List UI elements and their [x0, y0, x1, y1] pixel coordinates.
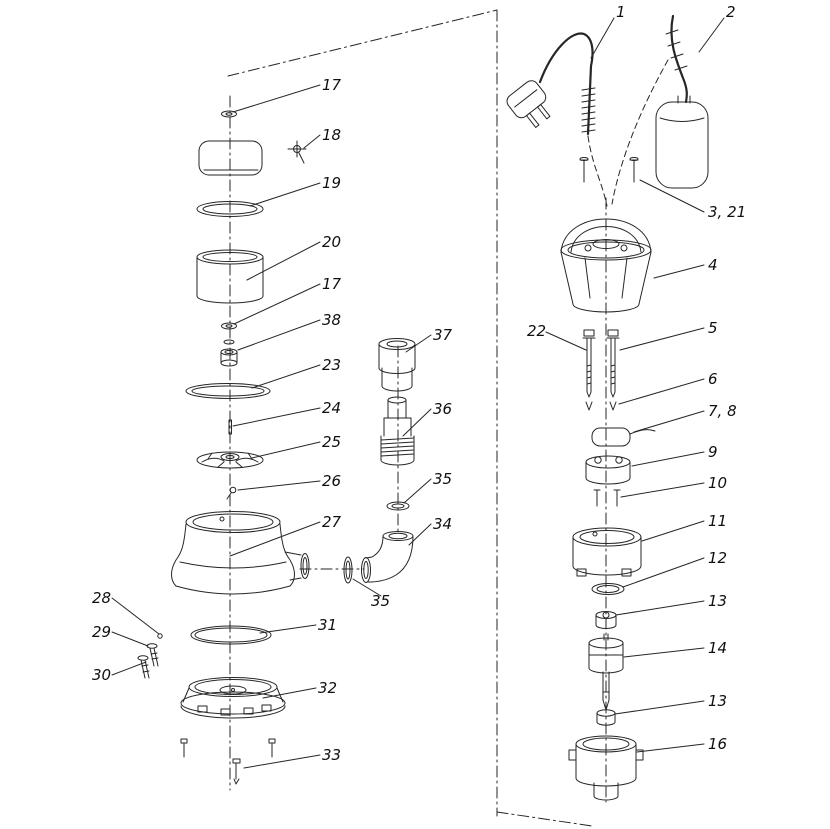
washer-top [221, 110, 237, 118]
callout-label: 13 [708, 592, 727, 610]
callout-label: 36 [433, 400, 452, 418]
elbow-fitting [361, 531, 414, 583]
impeller [196, 451, 264, 469]
callout-label: 20 [322, 233, 341, 251]
callout-label: 14 [708, 639, 727, 657]
callout-label: 28 [92, 589, 111, 607]
handle-housing [560, 218, 652, 313]
gasket-23 [185, 383, 271, 399]
rotor [588, 633, 624, 711]
callout-label: 16 [708, 735, 727, 753]
stator [585, 455, 631, 485]
power-plug [506, 32, 608, 207]
gasket-12 [591, 583, 625, 595]
pin-24 [228, 419, 232, 435]
callout-label: 10 [708, 474, 727, 492]
callout-label: 4 [708, 256, 718, 274]
washer-mid [221, 322, 237, 330]
base-bolts [180, 738, 276, 785]
screw-26 [226, 486, 237, 500]
callout-label: 23 [322, 356, 341, 374]
callout-label: 30 [92, 666, 111, 684]
callout-label: 26 [322, 472, 341, 490]
o-ring [190, 625, 272, 645]
callout-label: 18 [322, 126, 341, 144]
strainer-base [180, 677, 286, 719]
callout-label: 12 [708, 549, 727, 567]
motor-cover-cup [196, 249, 264, 304]
callout-label: 19 [322, 174, 341, 192]
bolt-tips [585, 401, 617, 411]
callout-label: 24 [322, 399, 341, 417]
callout-label: 17 [322, 76, 342, 94]
vent-screw [287, 140, 307, 164]
cap-handle [198, 140, 263, 176]
gasket-19 [196, 201, 264, 217]
callout-label: 22 [527, 322, 546, 340]
callout-label: 37 [433, 326, 453, 344]
callout-label: 6 [708, 370, 718, 388]
pump-housing [171, 511, 310, 595]
bearing-upper [595, 611, 617, 629]
callout-label: 5 [708, 319, 718, 337]
motor-housing [572, 527, 642, 577]
terminal-pins [593, 489, 621, 507]
callout-label: 38 [322, 311, 341, 329]
callout-label: 2 [726, 3, 736, 21]
capacitor [591, 427, 656, 447]
callout-label: 35 [433, 470, 452, 488]
callout-label: 1 [616, 3, 626, 21]
centerlines [229, 95, 607, 803]
right-assembly [506, 14, 709, 801]
boundary-lines [227, 9, 593, 827]
callout-label: 17 [322, 275, 342, 293]
callout-label: 35 [371, 592, 390, 610]
callout-label: 3, 21 [708, 203, 746, 221]
hose-adapter [380, 396, 415, 466]
callout-label: 7, 8 [708, 402, 737, 420]
callout-labels: 17 18 19 20 17 38 23 24 25 26 27 31 32 3… [92, 3, 746, 764]
callout-label: 34 [433, 515, 452, 533]
left-assembly [137, 110, 310, 785]
callout-label: 31 [318, 616, 337, 634]
callout-label: 32 [318, 679, 337, 697]
tie-bolts [582, 329, 620, 398]
top-screws [579, 157, 639, 183]
bottom-housing [568, 735, 644, 801]
callout-label: 13 [708, 692, 727, 710]
callout-label: 33 [322, 746, 341, 764]
callout-label: 29 [92, 623, 111, 641]
discharge-assembly [343, 338, 416, 584]
callout-label: 25 [322, 433, 341, 451]
flange-washer [343, 556, 353, 584]
leader-lines [111, 17, 725, 769]
callout-label: 11 [708, 512, 727, 530]
hose-coupling [378, 338, 416, 392]
side-screws [137, 633, 163, 679]
float-switch [611, 14, 709, 205]
callout-label: 27 [322, 513, 342, 531]
washer-nut [386, 501, 410, 511]
callout-label: 9 [708, 443, 718, 461]
seal-set [220, 339, 238, 367]
